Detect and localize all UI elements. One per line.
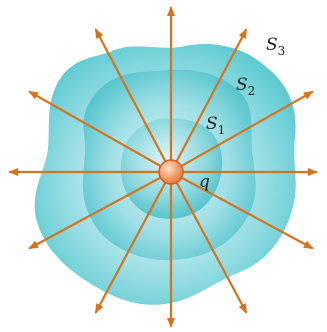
label-s2: S2	[236, 75, 255, 98]
label-s3: S3	[266, 35, 285, 58]
field-line-arrow	[28, 90, 162, 168]
label-s1: S1	[206, 114, 225, 137]
field-line-arrow	[180, 90, 314, 168]
field-line-arrow	[180, 176, 314, 250]
field-line-arrow	[94, 28, 167, 163]
field-line-arrow	[94, 181, 167, 314]
point-charge	[158, 159, 184, 185]
field-line-arrow	[28, 176, 162, 250]
field-line-arrow	[175, 28, 248, 163]
electric-field-lines	[8, 6, 318, 328]
label-charge-q: q	[199, 172, 210, 192]
field-line-arrow	[175, 181, 248, 314]
